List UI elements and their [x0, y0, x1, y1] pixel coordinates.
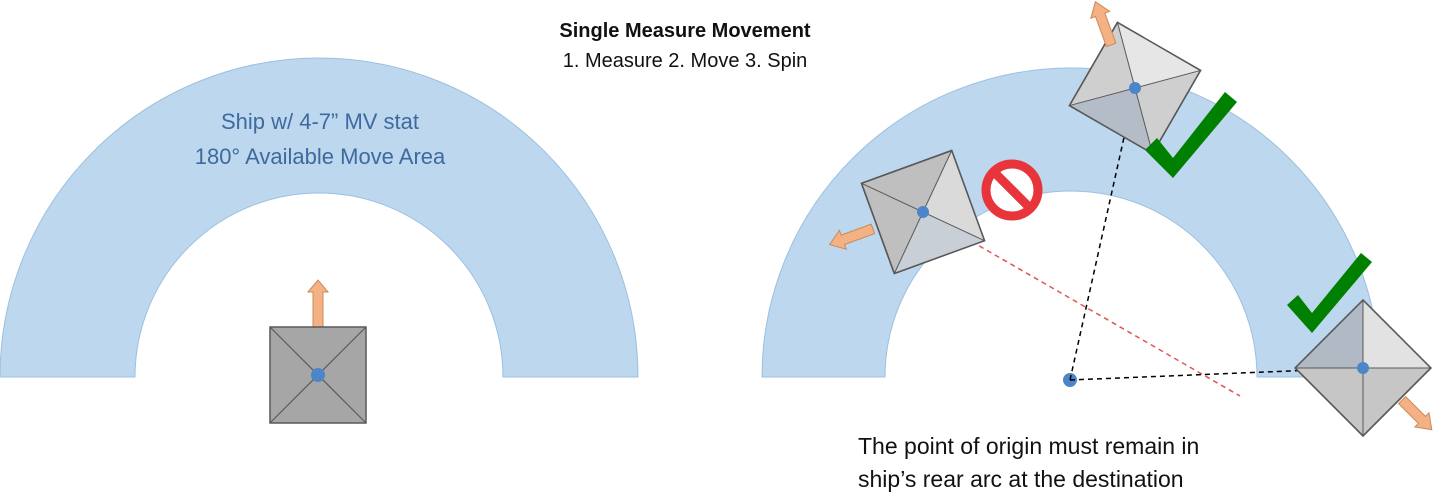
checkmark-icon-right: [1287, 253, 1372, 333]
caption-line2: ship’s rear arc at the destination: [858, 466, 1184, 492]
diagram-subtitle: 1. Measure 2. Move 3. Spin: [562, 50, 808, 72]
left-ship-invalid: [860, 149, 986, 275]
invalid-rear-arc-line: [869, 182, 1241, 397]
move-area-label-line2: 180° Available Move Area: [194, 144, 446, 169]
left-invalid-ship-center-dot: [917, 206, 929, 218]
top-ship-arrow: [1090, 0, 1117, 48]
checkmark-icon-top: [1145, 92, 1237, 178]
right-ship-valid: [1294, 299, 1432, 437]
left-ship-center-dot: [311, 368, 325, 382]
diagram-title: Single Measure Movement: [559, 20, 811, 42]
left-move-area-arc: [0, 57, 639, 378]
top-ship-valid: [1068, 21, 1202, 155]
prohibited-icon: [981, 159, 1043, 221]
right-ship-arrow: [1397, 395, 1433, 431]
right-ship-center-dot: [1357, 362, 1369, 374]
left-invalid-ship-arrow: [828, 223, 876, 250]
top-ship-center-dot: [1129, 82, 1141, 94]
left-ship: [269, 279, 367, 424]
move-area-label-line1: Ship w/ 4-7” MV stat: [220, 109, 420, 134]
right-move-area-arc: [761, 67, 1381, 378]
left-ship-arrow: [306, 279, 330, 328]
valid-line-top: [1069, 87, 1136, 381]
caption-line1: The point of origin must remain in: [858, 433, 1200, 459]
